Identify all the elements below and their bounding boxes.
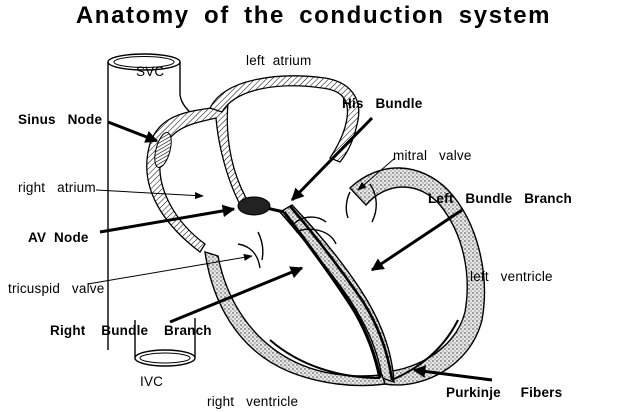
right-atrium-wall [146, 101, 251, 253]
av-node-arrow [99, 204, 236, 234]
diagram-title: Anatomy of the conduction system [75, 2, 552, 29]
svc-vessel [107, 53, 199, 350]
label-left-bundle-branch: Left Bundle Branch [428, 191, 572, 206]
sinus-node-arrow [107, 120, 159, 143]
left-bundle-branch-arrow [370, 208, 463, 272]
label-right-atrium: right atrium [18, 180, 96, 195]
pointer-arrows [99, 116, 493, 382]
ivc-vessel [134, 318, 196, 367]
av-node [237, 196, 271, 216]
tricuspid-valve-leader [87, 253, 253, 285]
valve-leaflets [237, 183, 377, 269]
label-sinus-node: Sinus Node [18, 112, 103, 127]
label-av-node: AV Node [28, 230, 89, 245]
label-mitral-valve: mitral valve [393, 148, 472, 163]
left-atrium-wall [209, 75, 360, 163]
label-ivc: IVC [140, 374, 164, 389]
label-right-ventricle: right ventricle [207, 394, 299, 409]
label-right-bundle-branch: Right Bundle Branch [50, 323, 212, 338]
conduction-bundles [261, 205, 459, 381]
purkinje-fibers-arrow [412, 365, 493, 382]
label-left-atrium: left atrium [246, 53, 312, 68]
label-left-ventricle: left ventricle [470, 269, 553, 284]
label-svc: SVC [136, 64, 165, 79]
right-ventricle-wall [204, 251, 386, 387]
right-bundle-branch-arrow [169, 266, 304, 324]
mitral-valve-leader [357, 157, 396, 191]
sinus-node [154, 132, 172, 168]
label-his-bundle: His Bundle [342, 96, 423, 111]
label-purkinje-fibers: Purkinje Fibers [446, 385, 563, 400]
label-tricuspid-valve: tricuspid valve [8, 281, 105, 296]
his-bundle-arrow [290, 116, 374, 202]
right-atrium-leader [95, 189, 204, 200]
